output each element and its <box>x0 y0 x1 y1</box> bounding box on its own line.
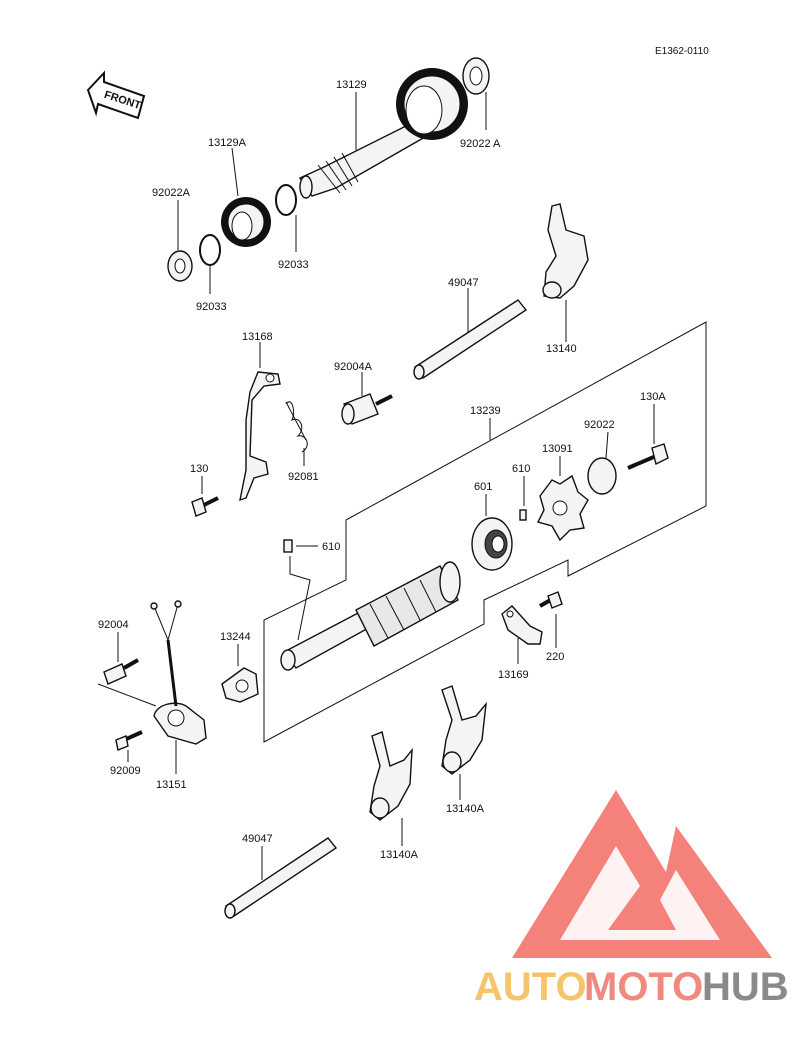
label-92022a-left: 92022A <box>152 187 191 199</box>
spring-92081 <box>285 401 308 453</box>
washer-92022a-left <box>167 250 193 282</box>
label-13129a: 13129A <box>208 137 247 149</box>
label-220: 220 <box>546 651 564 663</box>
label-13168: 13168 <box>242 331 273 343</box>
watermark-hub: HUB <box>702 965 789 1009</box>
stopper-lever-13168 <box>239 371 281 502</box>
assembly-outline <box>263 321 707 743</box>
label-49047-bottom: 49047 <box>242 833 273 845</box>
shift-fork-13140a-left <box>369 731 413 821</box>
shift-fork-13140 <box>542 203 589 299</box>
spacer-92004a <box>341 393 393 425</box>
label-13091: 13091 <box>542 443 573 455</box>
shaft-13129 <box>298 121 427 199</box>
label-13169: 13169 <box>498 669 529 681</box>
label-92022a-top: 92022 A <box>460 138 501 150</box>
circlip-92033-a <box>275 184 297 216</box>
label-130a: 130A <box>640 391 666 403</box>
rod-49047-bottom <box>224 837 338 919</box>
washer-92022 <box>587 457 617 495</box>
plate-13169 <box>501 605 543 645</box>
watermark-moto: MOTO <box>584 965 703 1009</box>
holder-13244 <box>221 667 259 703</box>
label-13151: 13151 <box>156 779 187 791</box>
label-13129: 13129 <box>336 79 367 91</box>
shift-fork-13140a-right <box>441 685 487 775</box>
pin-610-a <box>519 509 527 521</box>
shift-drum-13239 <box>280 561 461 671</box>
label-13244: 13244 <box>220 631 251 643</box>
bolt-130a <box>627 443 669 470</box>
bearing-601 <box>471 517 513 571</box>
label-92004: 92004 <box>98 619 129 631</box>
label-610-b: 610 <box>322 541 340 553</box>
gear-13129 <box>396 68 468 140</box>
front-arrow-icon: FRONT <box>86 70 146 120</box>
label-13140a-right: 13140A <box>446 803 485 815</box>
watermark-logo: AUTO MOTO HUB <box>474 790 789 1009</box>
label-601: 601 <box>474 481 492 493</box>
label-610-a: 610 <box>512 463 530 475</box>
label-13140: 13140 <box>546 343 577 355</box>
diagram-code: E1362-0110 <box>655 46 709 57</box>
label-13140a-left: 13140A <box>380 849 419 861</box>
pin-610-b <box>283 539 293 553</box>
label-92009: 92009 <box>110 765 141 777</box>
label-92033-a: 92033 <box>278 259 309 271</box>
bolt-130 <box>191 496 219 517</box>
label-13239: 13239 <box>470 405 501 417</box>
circlip-92033-b <box>199 234 221 266</box>
washer-92022a-top <box>462 57 490 95</box>
neutral-switch-13151 <box>150 600 207 745</box>
label-49047-top: 49047 <box>448 277 479 289</box>
label-92033-b: 92033 <box>196 301 227 313</box>
watermark-auto: AUTO <box>474 965 587 1009</box>
cam-plate-13091 <box>536 474 589 542</box>
bolt-220 <box>539 591 563 609</box>
label-92022: 92022 <box>584 419 615 431</box>
spacer-92004 <box>103 658 139 685</box>
gear-13129a <box>221 197 271 247</box>
label-92004a: 92004A <box>334 361 373 373</box>
bolt-92009 <box>115 730 143 751</box>
label-130: 130 <box>190 463 208 475</box>
rod-49047-top <box>413 299 528 380</box>
label-92081: 92081 <box>288 471 319 483</box>
